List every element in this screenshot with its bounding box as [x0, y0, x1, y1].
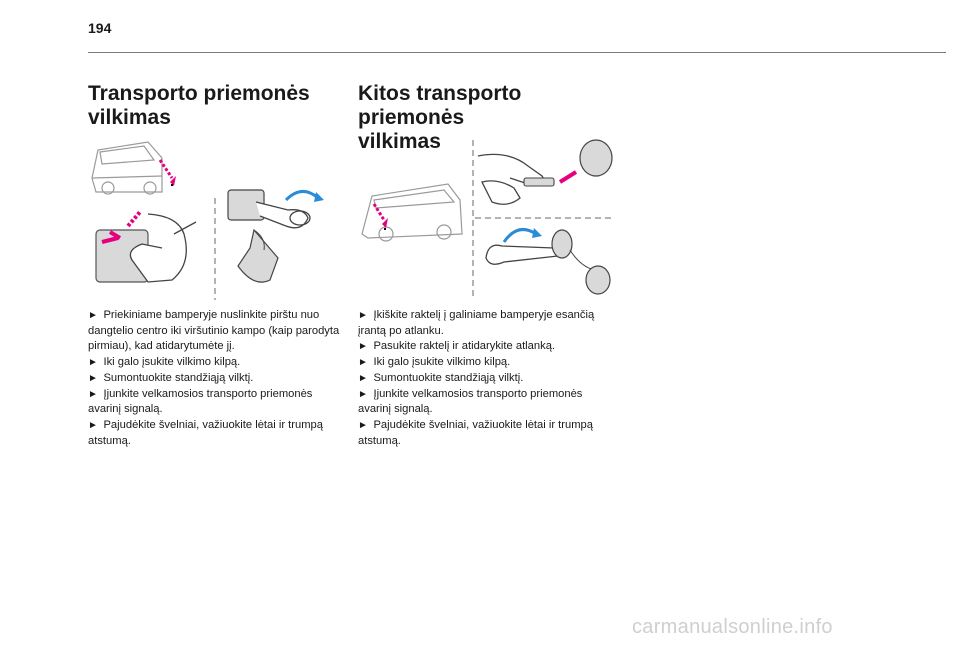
section-title-other-line2: vilkimas — [358, 130, 441, 153]
other-towing-steps: Įkiškite raktelį į galiniame bamperyje e… — [358, 308, 610, 449]
step-item: Pajudėkite švelniai, važiuokite lėtai ir… — [358, 418, 610, 449]
section-title-other: Kitos transporto priemonės vilkimas — [358, 82, 610, 154]
section-title-front-line1: Transporto priemonės — [88, 82, 310, 105]
rear-towing-illustration — [358, 138, 614, 302]
step-item: Priekiniame bamperyje nuslinkite pirštu … — [88, 308, 340, 355]
watermark-text: carmanualsonline.info — [632, 616, 833, 638]
step-item: Pasukite raktelį ir atidarykite atlanką. — [358, 339, 610, 355]
section-title-front-line2: vilkimas — [88, 106, 171, 129]
front-towing-illustration — [88, 138, 338, 302]
key-insert-icon — [477, 139, 613, 205]
step-item: Įjunkite velkamosios transporto priemonė… — [88, 387, 340, 418]
section-other-towing: Kitos transporto priemonės vilkimas — [358, 82, 610, 154]
van-front-icon — [91, 141, 163, 195]
step-item: Įkiškite raktelį į galiniame bamperyje e… — [358, 308, 610, 339]
arrow-pointer-icon — [158, 159, 176, 186]
step-item: Iki galo įsukite vilkimo kilpą. — [358, 355, 610, 371]
tow-hook-icon — [227, 189, 324, 229]
front-towing-steps: Priekiniame bamperyje nuslinkite pirštu … — [88, 308, 340, 449]
tow-hook-icon — [485, 228, 611, 295]
cover-slide-icon — [95, 210, 197, 283]
page-number: 194 — [88, 20, 112, 36]
step-item: Įjunkite velkamosios transporto priemonė… — [358, 387, 610, 418]
cover-removed-icon — [237, 228, 279, 283]
section-title-other-line1: Kitos transporto priemonės — [358, 82, 522, 129]
van-rear-icon — [361, 183, 463, 242]
header-divider — [88, 52, 946, 53]
arrow-pointer-icon — [372, 203, 388, 230]
step-item: Sumontuokite standžiąją vilktį. — [358, 371, 610, 387]
section-title-front: Transporto priemonės vilkimas — [88, 82, 340, 130]
step-item: Iki galo įsukite vilkimo kilpą. — [88, 355, 340, 371]
step-item: Pajudėkite švelniai, važiuokite lėtai ir… — [88, 418, 340, 449]
section-front-towing: Transporto priemonės vilkimas — [88, 82, 340, 130]
step-item: Sumontuokite standžiąją vilktį. — [88, 371, 340, 387]
